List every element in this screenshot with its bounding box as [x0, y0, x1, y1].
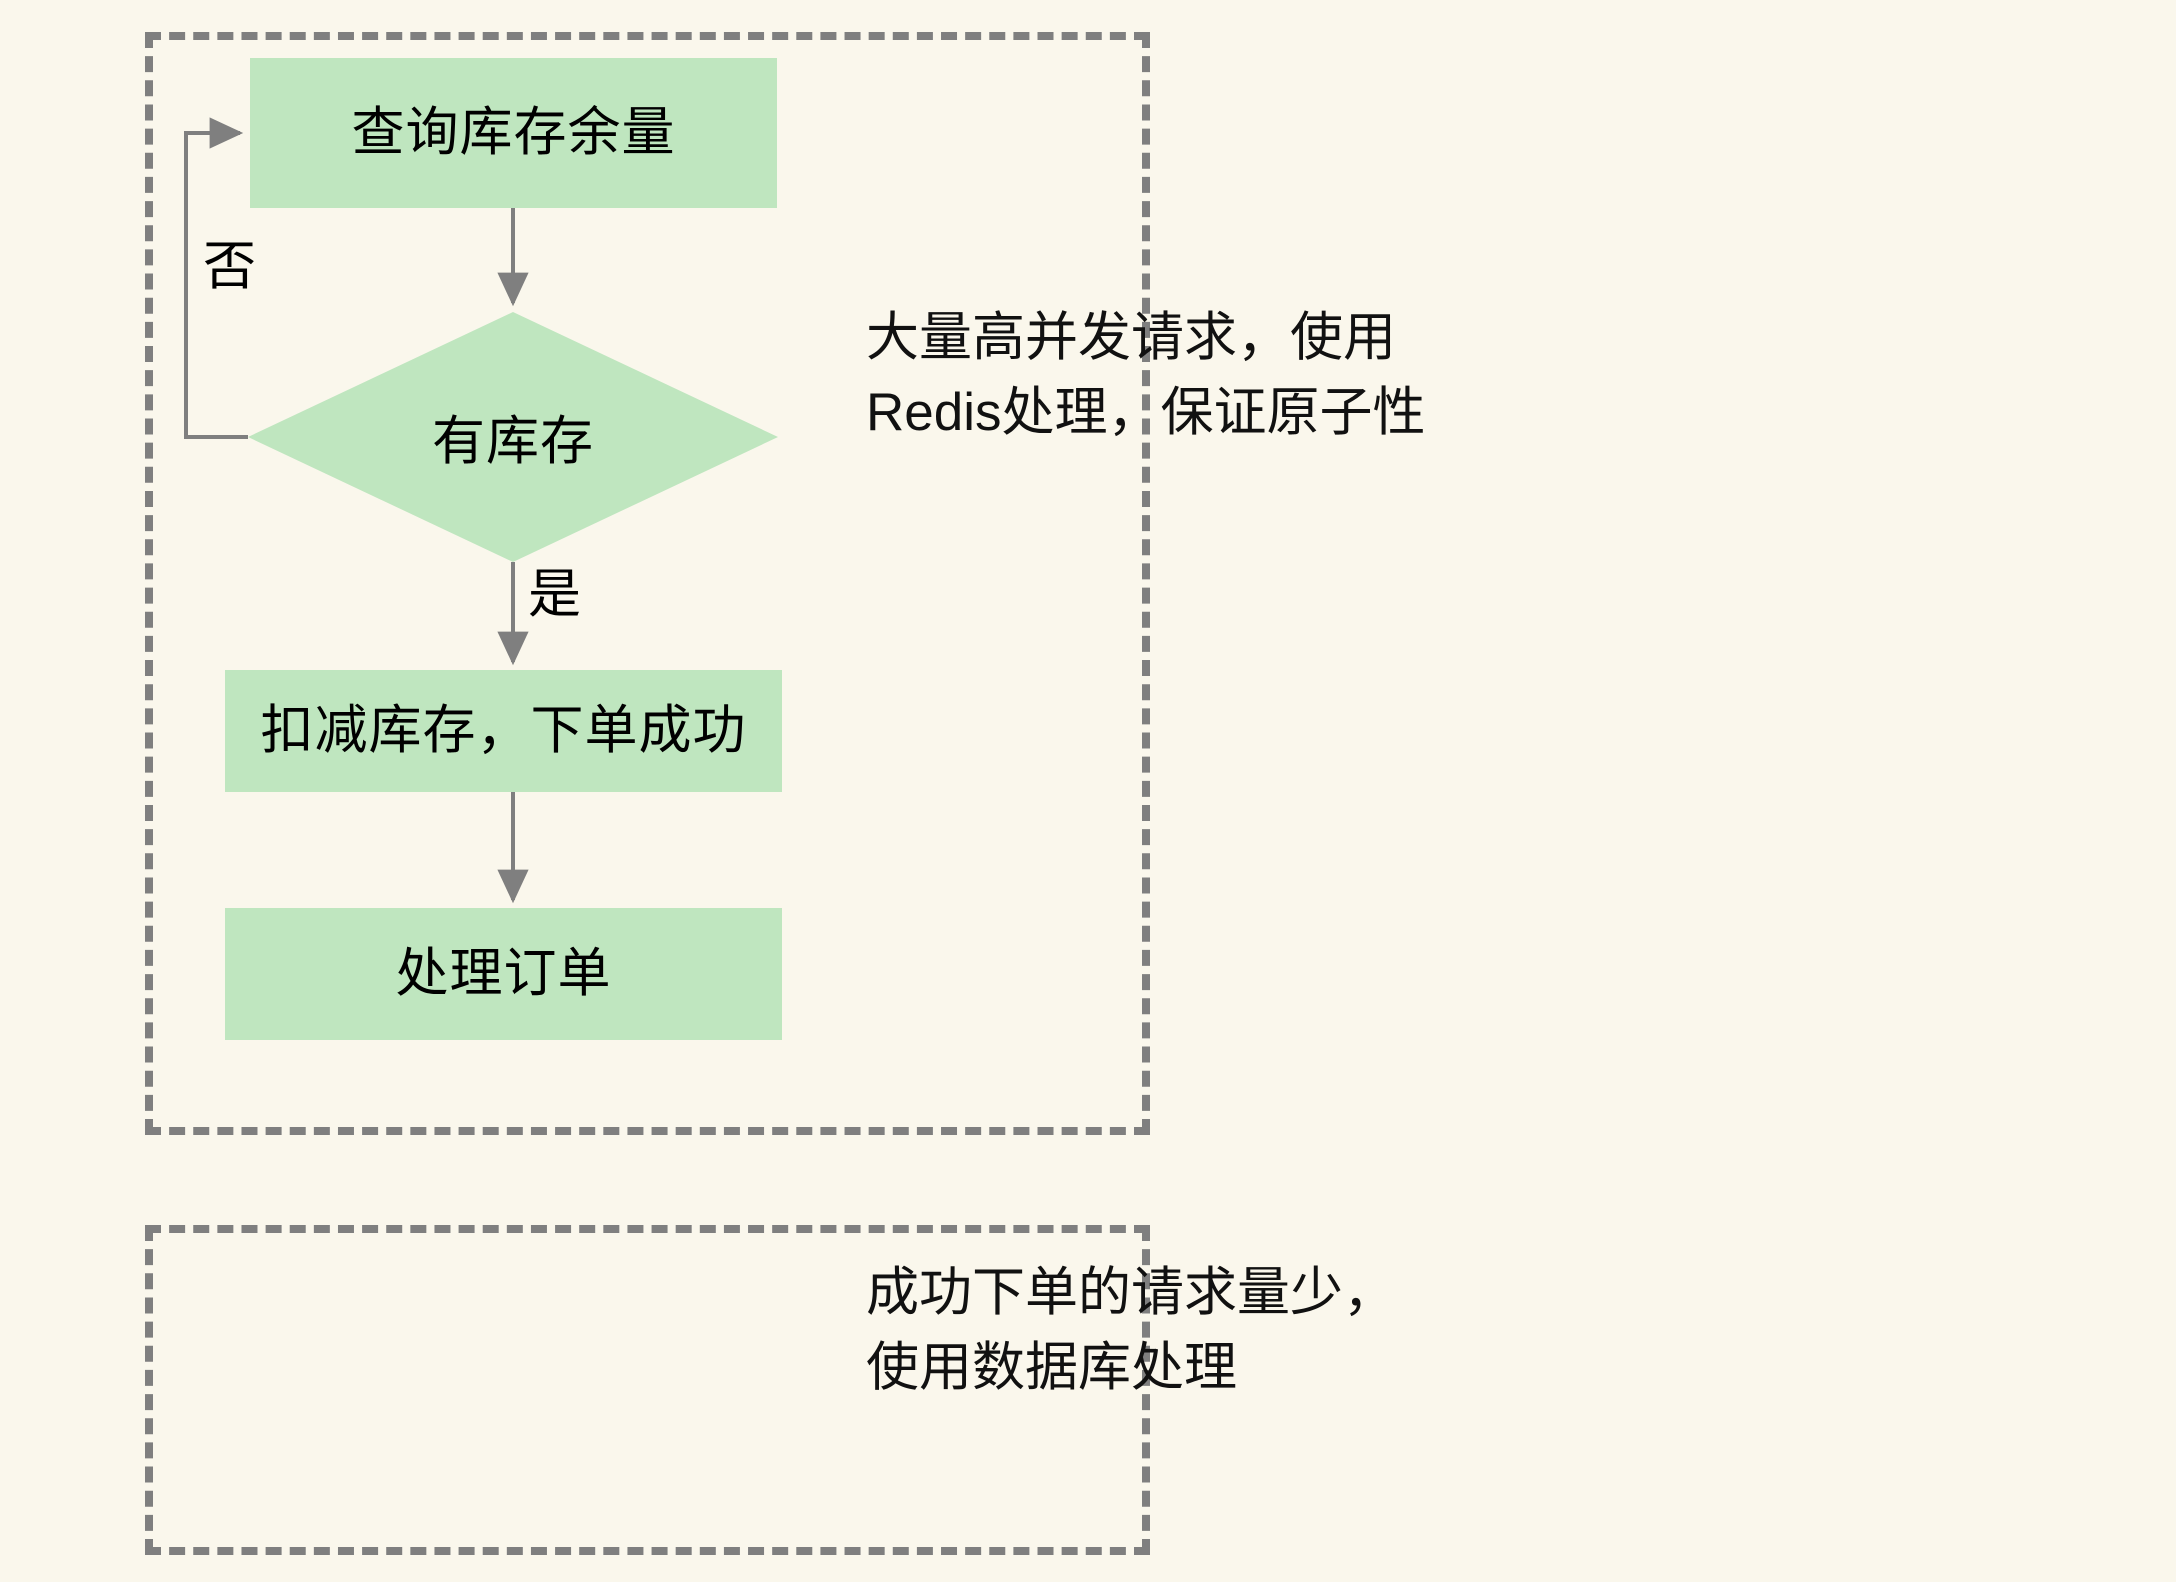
- annotation-database: 成功下单的请求量少， 使用数据库处理: [866, 1263, 1396, 1398]
- node-deduct-stock[interactable]: 扣减库存，下单成功: [225, 670, 782, 792]
- node-deduct-stock-label: 扣减库存，下单成功: [260, 700, 747, 760]
- group-box-redis: [145, 32, 1150, 1135]
- edge-label-yes: 是: [528, 565, 581, 624]
- group-box-database: [145, 1225, 1150, 1555]
- node-query-stock[interactable]: 查询库存余量: [250, 58, 777, 208]
- node-has-stock[interactable]: 有库存: [248, 312, 778, 562]
- node-process-order[interactable]: 处理订单: [225, 908, 782, 1040]
- annotation-redis: 大量高并发请求，使用 Redis处理，保证原子性: [866, 308, 1426, 443]
- node-query-stock-label: 查询库存余量: [351, 102, 676, 162]
- node-process-order-label: 处理订单: [395, 943, 612, 1003]
- edge-label-no: 否: [203, 237, 256, 296]
- node-has-stock-label: 有库存: [432, 412, 594, 471]
